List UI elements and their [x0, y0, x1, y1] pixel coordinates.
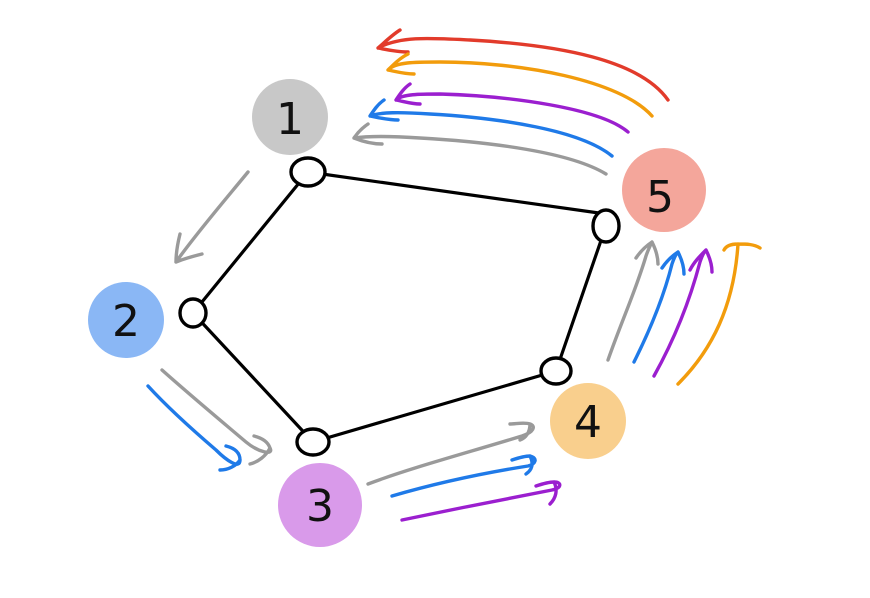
arrow-4-5-gray [606, 240, 660, 362]
arrow-2-3-gray [160, 368, 273, 466]
ring-vertices [178, 156, 621, 457]
arrows-2-to-3 [146, 368, 273, 472]
arrow-4-5-orange [676, 242, 762, 386]
arrow-2-3-blue [146, 384, 242, 472]
arrow-top-blue [368, 98, 614, 158]
vertex-1 [289, 156, 327, 188]
arrow-3-4-gray [366, 421, 535, 486]
arrow-3-4-purple [400, 480, 562, 522]
arrows-1-to-2 [174, 170, 250, 264]
ring-edges [191, 170, 608, 444]
arrow-4-5-purple [652, 248, 714, 378]
arrow-1-2-gray [174, 170, 250, 264]
node-3-label: 3 [306, 481, 334, 532]
vertex-4 [539, 356, 573, 386]
node-1-label: 1 [276, 94, 304, 145]
arrow-top-purple [394, 82, 630, 134]
node-4-label: 4 [574, 397, 602, 448]
node-2-label: 2 [112, 296, 140, 347]
arrow-top-gray [352, 122, 608, 176]
node-5-label: 5 [646, 172, 674, 223]
arrow-3-4-blue [390, 454, 537, 498]
node-2-circle [88, 282, 164, 358]
node-5-circle [622, 148, 706, 232]
edge-4-5 [554, 224, 608, 373]
node-3-circle [278, 463, 362, 547]
arrow-top-red [376, 28, 670, 102]
arrows-3-to-4 [366, 421, 562, 522]
edge-2-3 [191, 311, 315, 444]
arrow-top-orange [386, 52, 654, 118]
node-4-circle [550, 383, 626, 459]
arrow-4-5-blue [632, 250, 686, 364]
vertex-3 [295, 427, 331, 457]
arrows-4-to-5 [606, 240, 762, 386]
edge-3-4 [311, 369, 558, 444]
edge-1-5 [306, 170, 608, 216]
node-1-circle [252, 79, 328, 155]
vertex-2 [178, 297, 208, 329]
vertex-5 [591, 208, 621, 244]
edge-1-2 [191, 170, 310, 315]
arrows-5-to-1 [352, 28, 670, 176]
